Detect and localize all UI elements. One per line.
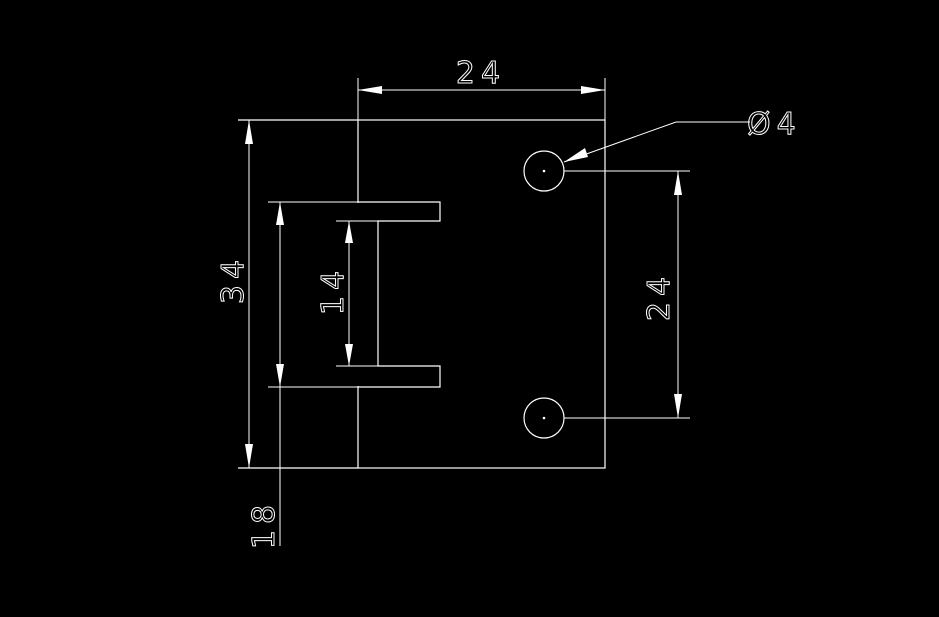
arrowhead (245, 120, 253, 144)
dim-label-hole-spacing: 24 (642, 271, 677, 321)
arrowhead (276, 202, 284, 225)
dim-label-top-width: 24 (456, 56, 506, 91)
plate-body (357, 119, 606, 469)
arrowhead (358, 86, 382, 94)
arrowhead (674, 394, 682, 418)
dim-label-hole-diameter: Ø4 (747, 107, 802, 142)
dim-top-width: 24 (357, 56, 606, 120)
part-outline (238, 119, 606, 469)
h-slot-profile (268, 201, 441, 388)
dim-overall-height: 34 (216, 120, 253, 468)
arrowhead (345, 221, 353, 243)
arrowhead (564, 148, 588, 162)
arrowhead (581, 86, 605, 94)
dim-slot-inner: 14 (316, 221, 353, 366)
hole-top-center (542, 169, 546, 173)
arrowhead (345, 344, 353, 366)
hole-bottom-center (542, 416, 546, 420)
dim-label-slot-outer: 18 (247, 499, 282, 549)
slot-outline (358, 201, 441, 388)
dim-hole-spacing: 24 (642, 171, 682, 418)
dim-label-slot-inner: 14 (316, 265, 351, 315)
dim-hole-diameter: Ø4 (563, 107, 802, 163)
arrowhead (245, 444, 253, 468)
arrowhead (674, 171, 682, 195)
arrowhead (276, 364, 284, 387)
holes (523, 150, 690, 439)
dim-label-overall-height: 34 (216, 254, 251, 304)
dim-slot-outer: 18 (247, 202, 284, 550)
